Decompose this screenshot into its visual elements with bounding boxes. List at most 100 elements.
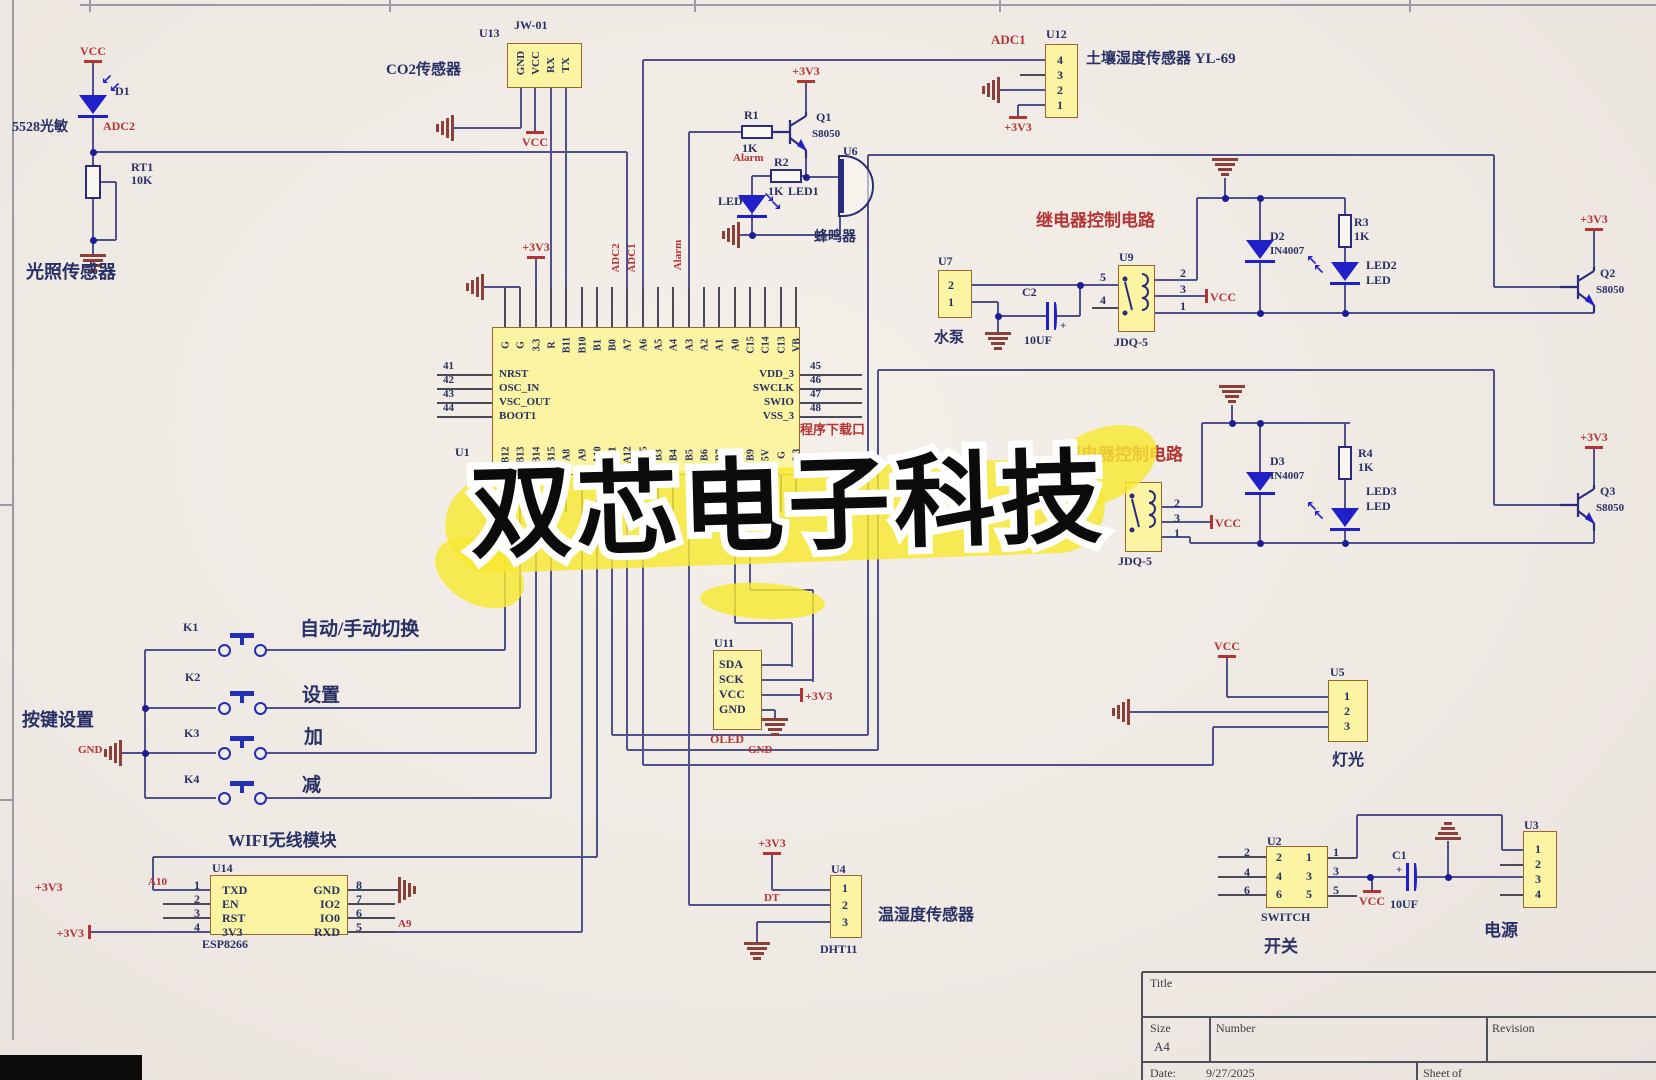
power-bar (800, 688, 803, 702)
power-bar (763, 852, 781, 855)
ground-symbol (768, 728, 782, 731)
ground-symbol (1438, 832, 1458, 835)
mcu-pin-stub (800, 388, 862, 390)
wire (1493, 370, 1495, 505)
titleblock-date-label: Date: (1150, 1066, 1176, 1080)
oled-box (713, 650, 762, 730)
ground-symbol (997, 77, 1000, 103)
label: NRST (499, 368, 529, 380)
ground-symbol (109, 746, 112, 760)
button-terminal (254, 702, 267, 715)
sheet-frame-line (0, 504, 13, 506)
ground-symbol (80, 254, 106, 257)
wire (1018, 104, 1045, 106)
wire (1493, 155, 1495, 287)
button-stem (240, 741, 244, 748)
label: VSC_OUT (499, 396, 551, 408)
label: +3V3 (35, 880, 63, 894)
wire (153, 856, 597, 858)
wire (774, 710, 776, 718)
label: 土壤湿度传感器 YL-69 (1086, 51, 1236, 67)
power-bar (1363, 890, 1381, 893)
pin-stub (348, 917, 395, 919)
capacitor-plate (1046, 302, 1049, 330)
wire (152, 857, 154, 890)
label-rotated-text: G (500, 341, 512, 349)
label: JDQ-5 (1114, 335, 1148, 349)
label: + (1396, 864, 1403, 876)
mcu-pin-stub (437, 402, 492, 404)
junction-dot (1221, 194, 1229, 202)
relay-coil-symbol (1125, 483, 1159, 547)
label: 4 (1057, 53, 1063, 67)
mcu-pin-stub (657, 287, 659, 327)
power-label: +3V3 (758, 836, 786, 850)
wire (642, 60, 644, 287)
mcu-pin-stub (764, 287, 766, 327)
label-rotated-text: A4 (668, 338, 680, 352)
wire (752, 175, 770, 177)
wire (262, 649, 505, 651)
sheet-frame-line (0, 799, 13, 801)
label: SWITCH (1261, 910, 1311, 924)
diode-bar (1330, 528, 1360, 531)
junction-dot (1256, 419, 1264, 427)
label: 程序下载口 (800, 422, 866, 437)
wire (626, 512, 628, 750)
label: 蜂鸣器 (814, 230, 856, 245)
power-bar (1585, 228, 1603, 231)
label: 6 (356, 906, 362, 920)
wire (144, 650, 146, 798)
ground-symbol (988, 337, 1008, 340)
button-terminal (218, 747, 231, 760)
wire (535, 258, 537, 287)
buzzer-bar (840, 159, 844, 213)
label: 3V3 (222, 925, 243, 939)
junction-dot (89, 148, 97, 156)
power-label: VCC (80, 44, 106, 58)
label: R4 (1358, 446, 1373, 460)
label: R3 (1354, 215, 1369, 229)
label-rotated-text: B1 (592, 339, 604, 351)
ground-symbol (1212, 158, 1238, 161)
wire (534, 88, 536, 131)
button-terminal (218, 792, 231, 805)
wire (1202, 422, 1350, 424)
wire (550, 88, 552, 287)
label: 3 (1333, 864, 1339, 878)
button-terminal (254, 747, 267, 760)
power-label: +3V3 (56, 926, 84, 940)
wire (762, 664, 792, 666)
power-bar (527, 256, 545, 259)
wire (739, 234, 752, 236)
wire (611, 512, 613, 735)
label: LED (1366, 499, 1391, 513)
label-rotated-text: A7 (622, 338, 634, 352)
ground-symbol (762, 718, 788, 721)
wire (643, 59, 1047, 61)
mcu-pin-stub (519, 287, 521, 327)
soil-sensor-box (1045, 44, 1078, 118)
button-cap (230, 633, 254, 638)
wire (752, 234, 840, 236)
label: S8050 (1596, 284, 1625, 296)
label: LED2 (1366, 258, 1397, 272)
label: DHT11 (820, 942, 858, 956)
label-rotated-text: B10 (577, 336, 589, 354)
ground-symbol (747, 947, 767, 950)
mcu-pin-stub (535, 287, 537, 327)
wire (262, 707, 520, 709)
button-stem (240, 786, 244, 793)
label: GND (313, 883, 340, 897)
ground-symbol (446, 118, 449, 138)
capacitor-plate (1406, 863, 1409, 891)
wire (1494, 504, 1560, 506)
junction-dot (994, 312, 1002, 320)
label: A9 (398, 918, 412, 930)
label: K4 (184, 772, 200, 786)
power-label: +3V3 (805, 689, 833, 703)
pump-connector-box (938, 270, 972, 318)
power-connector-box (1523, 831, 1557, 908)
transistor-npn (772, 112, 812, 158)
label: ESP8266 (202, 937, 249, 951)
